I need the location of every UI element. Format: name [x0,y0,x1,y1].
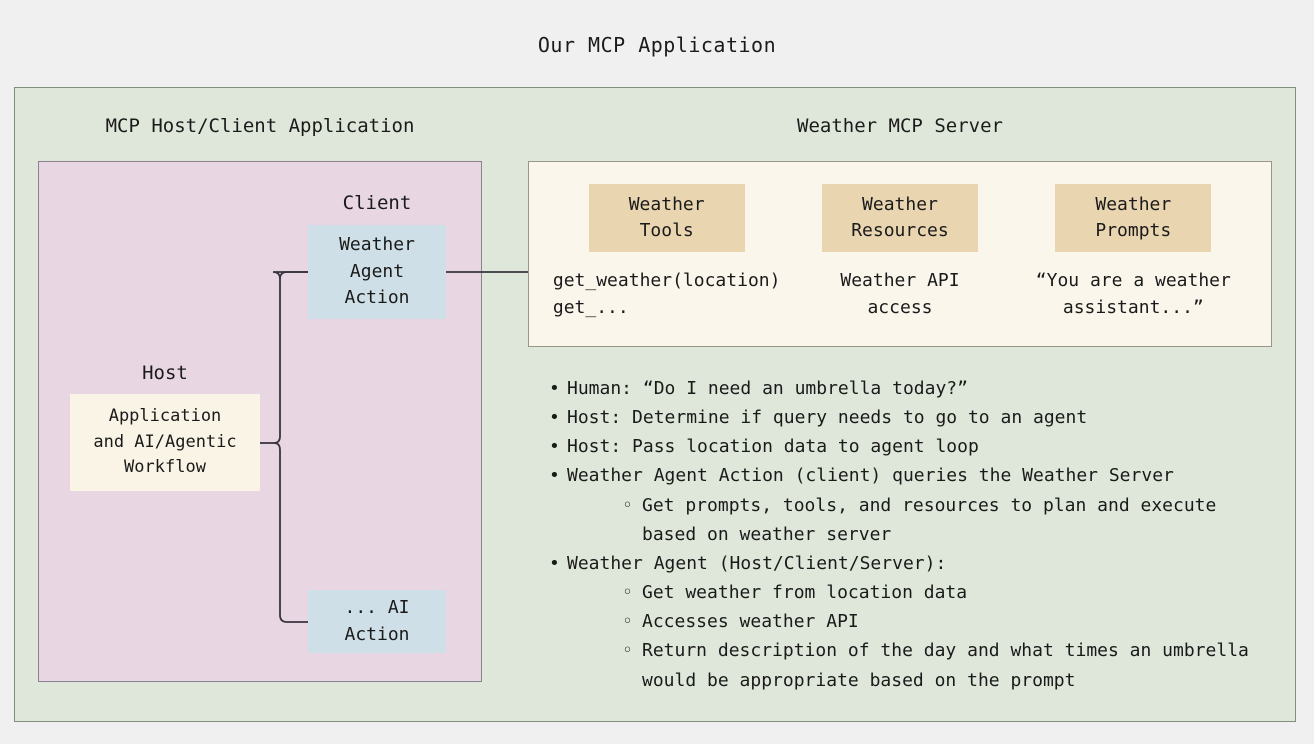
flow-step-list-root: Human: “Do I need an umbrella today?”Hos… [545,374,1275,695]
flow-step-list: Human: “Do I need an umbrella today?”Hos… [545,374,1275,695]
capability-row: Weather Tools get_weather(location) get_… [528,161,1272,347]
flow-substep: Get prompts, tools, and resources to pla… [620,491,1275,549]
weather-agent-action-line-3: Action [344,287,410,309]
flow-step-text: Human: “Do I need an umbrella today?” [567,374,1275,403]
host-application-box[interactable]: Application and AI/Agentic Workflow [70,394,260,491]
ai-action-line-1: ... AI [344,596,410,618]
right-column-heading: Weather MCP Server [797,115,1003,137]
capability-weather-resources[interactable]: Weather Resources Weather API access [783,184,1016,347]
weather-prompts-badge-line-2: Prompts [1095,220,1172,241]
left-column-heading: MCP Host/Client Application [105,115,415,137]
flow-substep-list: Get weather from location dataAccesses w… [567,578,1275,695]
flow-step-text: Weather Agent Action (client) queries th… [567,461,1275,490]
host-app-line-3: Workflow [124,457,206,478]
flow-step-text: Host: Determine if query needs to go to … [567,403,1275,432]
flow-step: Weather Agent Action (client) queries th… [545,461,1275,548]
flow-step: Host: Pass location data to agent loop [545,432,1275,461]
flow-substep: Accesses weather API [620,607,1275,636]
host-label: Host [142,362,188,384]
weather-prompts-badge[interactable]: Weather Prompts [1055,184,1212,252]
host-app-line-2: and AI/Agentic [93,431,237,452]
page-title: Our MCP Application [537,33,777,57]
weather-tools-badge[interactable]: Weather Tools [588,184,745,252]
weather-resources-badge[interactable]: Weather Resources [821,184,978,252]
weather-resources-description: Weather API access [840,270,960,318]
weather-prompts-description: “You are a weather assistant...” [1035,270,1231,318]
weather-resources-badge-line-1: Weather [862,193,938,215]
flow-substep: Return description of the day and what t… [620,636,1275,694]
ai-action-line-2: Action [344,623,410,645]
flow-step: Weather Agent (Host/Client/Server):Get w… [545,549,1275,695]
weather-tools-description: get_weather(location) get_... [552,270,781,318]
weather-agent-action-box[interactable]: Weather Agent Action [308,225,446,319]
flow-substep-text: Get weather from location data [642,578,1275,607]
flow-substep-list: Get prompts, tools, and resources to pla… [567,491,1275,549]
flow-substep: Get weather from location data [620,578,1275,607]
capability-weather-tools[interactable]: Weather Tools get_weather(location) get_… [550,184,783,347]
host-app-line-1: Application [108,406,222,427]
capability-weather-prompts[interactable]: Weather Prompts “You are a weather assis… [1017,184,1250,347]
weather-agent-action-line-2: Agent [349,260,405,282]
weather-tools-badge-line-1: Weather [628,193,705,215]
flow-step-text: Weather Agent (Host/Client/Server): [567,549,1275,578]
flow-substep-text: Return description of the day and what t… [642,636,1275,694]
ai-action-box[interactable]: ... AI Action [308,590,446,653]
flow-substep-text: Accesses weather API [642,607,1275,636]
client-label: Client [342,192,412,214]
weather-tools-badge-line-2: Tools [639,220,694,241]
flow-step-text: Host: Pass location data to agent loop [567,432,1275,461]
flow-substep-text: Get prompts, tools, and resources to pla… [642,491,1275,549]
flow-step: Host: Determine if query needs to go to … [545,403,1275,432]
weather-prompts-badge-line-1: Weather [1095,193,1172,215]
weather-agent-action-line-1: Weather [339,234,415,256]
weather-resources-badge-line-2: Resources [851,220,949,241]
flow-step: Human: “Do I need an umbrella today?” [545,374,1275,403]
